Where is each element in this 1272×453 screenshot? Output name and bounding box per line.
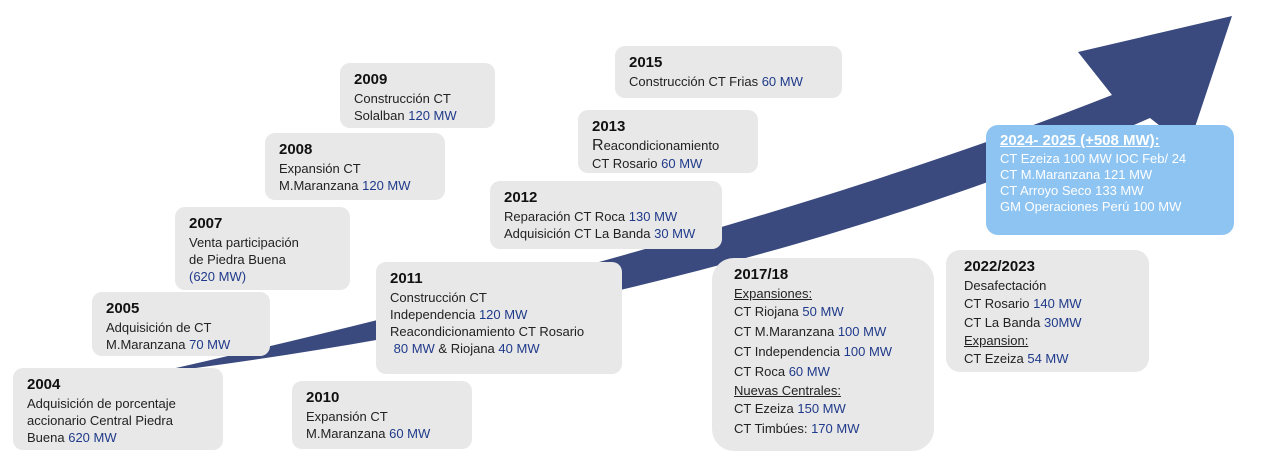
- milestone-text: CT Arroyo Seco 133 MW: [1000, 183, 1144, 198]
- milestone-2015: 2015 Construcción CT Frias 60 MW: [615, 46, 842, 98]
- milestone-mw: 60 MW: [761, 74, 803, 89]
- milestone-text: Independencia: [390, 307, 476, 322]
- milestone-mw: 140 MW: [1033, 296, 1082, 311]
- milestone-text: M.Maranzana: [306, 426, 386, 441]
- milestone-year: 2004: [27, 376, 61, 393]
- milestone-mw: 80 MW: [393, 341, 435, 356]
- milestone-year: 2017/18: [734, 266, 789, 283]
- milestone-text: CT Ezeiza: [964, 351, 1024, 366]
- milestone-mw: 120 MW: [408, 108, 457, 123]
- milestone-text: GM Operaciones Perú 100 MW: [1000, 199, 1182, 214]
- milestone-mw: 120 MW: [362, 178, 411, 193]
- milestone-mw: 120 MW: [478, 307, 528, 322]
- milestone-year: 2009: [354, 71, 388, 88]
- milestone-year: 2013: [592, 118, 626, 135]
- milestone-text: CT Rosario: [964, 296, 1030, 311]
- milestone-year: 2015: [629, 54, 663, 71]
- milestone-subheading: Expansiones:: [734, 286, 813, 301]
- milestone-year: 2008: [279, 141, 313, 158]
- milestone-mw: 60 MW: [788, 364, 830, 379]
- milestone-mw: 130 MW: [628, 209, 678, 224]
- milestone-subheading: Nuevas Centrales:: [734, 383, 841, 398]
- milestone-text: Desafectación: [964, 278, 1047, 293]
- milestone-text: Adquisición de porcentaje: [27, 396, 176, 411]
- milestone-text: Solalban: [354, 108, 405, 123]
- milestone-text: CT Ezeiza 100 MW IOC Feb/ 24: [1000, 151, 1187, 166]
- milestone-2012: 2012 Reparación CT Roca 130 MW Adquisici…: [490, 181, 722, 249]
- milestone-text: CT Independencia: [734, 344, 841, 359]
- milestone-mw: 620 MW: [68, 430, 117, 445]
- milestone-text: CT Riojana: [734, 304, 799, 319]
- growth-arrow-shape: [150, 16, 1232, 374]
- milestone-text: CT Ezeiza: [734, 401, 794, 416]
- milestone-2005: 2005 Adquisición de CT M.Maranzana 70 MW: [92, 292, 270, 356]
- milestone-mw: 60 MW: [389, 426, 431, 441]
- milestone-mw: (620 MW): [189, 269, 247, 284]
- milestone-2013: 2013 Reacondicionamiento CT Rosario 60 M…: [578, 110, 758, 173]
- milestone-mw: 30 MW: [654, 226, 696, 241]
- milestone-mw: 100 MW: [837, 324, 887, 339]
- milestone-text-initial: R: [592, 137, 604, 154]
- milestone-mw: 100 MW: [843, 344, 893, 359]
- milestone-mw: 60 MW: [661, 156, 703, 171]
- milestone-text: Expansión CT: [306, 409, 388, 424]
- milestone-text: M.Maranzana: [106, 337, 186, 352]
- milestone-2017-18: 2017/18 Expansiones: CT Riojana 50 MW CT…: [712, 258, 934, 451]
- milestone-text: Reacondicionamiento CT Rosario: [390, 324, 585, 339]
- milestone-text: Venta participación: [189, 235, 299, 250]
- milestone-text: CT M.Maranzana: [734, 324, 835, 339]
- milestone-2022-2023: 2022/2023 Desafectación CT Rosario 140 M…: [946, 250, 1149, 372]
- milestone-2010: 2010 Expansión CT M.Maranzana 60 MW: [292, 381, 472, 449]
- milestone-text: Reparación CT Roca: [504, 209, 626, 224]
- milestone-mw: 170 MW: [811, 421, 860, 436]
- milestone-year: 2007: [189, 215, 223, 232]
- milestone-2009: 2009 Construcción CT Solalban 120 MW: [340, 63, 495, 128]
- milestone-mw: 40 MW: [498, 341, 540, 356]
- milestone-text: M.Maranzana: [279, 178, 359, 193]
- milestone-2011: 2011 Construcción CT Independencia 120 M…: [376, 262, 622, 374]
- milestone-mw: 70 MW: [189, 337, 231, 352]
- milestone-text: CT Timbúes:: [734, 421, 808, 436]
- milestone-mw: 30MW: [1044, 315, 1082, 330]
- milestone-text: CT M.Maranzana 121 MW: [1000, 167, 1153, 182]
- milestone-mw: 50 MW: [802, 304, 844, 319]
- milestone-text: accionario Central Piedra: [27, 413, 173, 428]
- milestone-2008: 2008 Expansión CT M.Maranzana 120 MW: [265, 133, 445, 200]
- milestone-text: Construcción CT: [390, 290, 487, 305]
- milestone-text: Adquisición CT La Banda: [504, 226, 651, 241]
- milestone-mw: 54 MW: [1027, 351, 1069, 366]
- milestone-mw: 150 MW: [797, 401, 846, 416]
- milestone-text: CT Roca: [734, 364, 786, 379]
- milestone-subheading: Expansion:: [964, 333, 1029, 348]
- milestone-2007: 2007 Venta participación de Piedra Buena…: [175, 207, 350, 290]
- milestone-year: 2024- 2025 (+508 MW):: [1000, 132, 1160, 149]
- milestone-text: CT La Banda: [964, 315, 1041, 330]
- milestone-text: Adquisición de CT: [106, 320, 212, 335]
- milestone-text: Expansión CT: [279, 161, 361, 176]
- milestone-text: Construcción CT Frias: [629, 74, 759, 89]
- milestone-text: CT Rosario: [592, 156, 658, 171]
- milestone-2004: 2004 Adquisición de porcentaje accionari…: [13, 368, 223, 450]
- milestone-text: Construcción CT: [354, 91, 451, 106]
- milestone-2024-2025: 2024- 2025 (+508 MW): CT Ezeiza 100 MW I…: [986, 125, 1234, 235]
- milestone-text: de Piedra Buena: [189, 252, 286, 267]
- milestone-year: 2010: [306, 389, 340, 406]
- milestone-year: 2022/2023: [964, 258, 1035, 275]
- milestone-text: Buena: [27, 430, 65, 445]
- milestone-year: 2011: [390, 270, 423, 287]
- milestone-year: 2012: [504, 189, 538, 206]
- milestone-year: 2005: [106, 300, 140, 317]
- milestone-text: eacondicionamiento: [603, 138, 720, 153]
- milestone-text: & Riojana: [438, 341, 495, 356]
